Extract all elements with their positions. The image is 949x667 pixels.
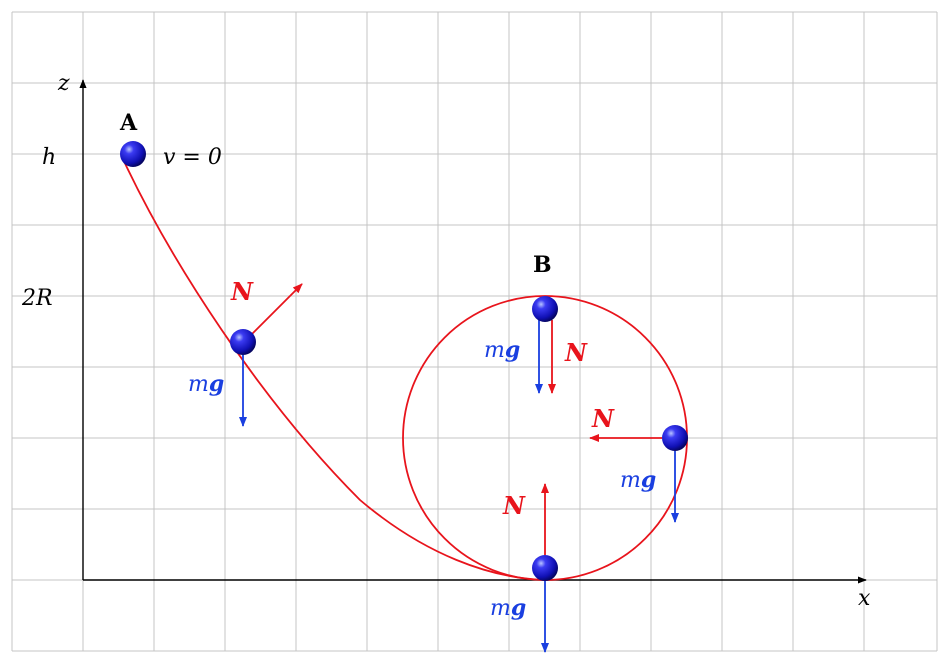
ball-right xyxy=(662,425,688,451)
track-curve xyxy=(121,156,546,581)
ball-slope xyxy=(230,329,256,355)
normal-label-top: N xyxy=(564,338,588,367)
grid xyxy=(11,11,938,652)
ball-bottom xyxy=(532,555,558,581)
gravity-label-top: mg xyxy=(484,337,520,363)
tick-label-2r: 2R xyxy=(21,286,53,311)
x-axis-label: x xyxy=(858,586,871,611)
ball-a xyxy=(120,141,146,167)
normal-label-right: N xyxy=(591,404,615,433)
velocity-annotation: v = 0 xyxy=(163,145,222,170)
normal-label-bottom: N xyxy=(502,491,526,520)
gravity-label-slope: mg xyxy=(188,371,224,397)
gravity-label-right: mg xyxy=(620,467,656,493)
point-a-label: A xyxy=(119,110,138,136)
z-axis-label: z xyxy=(57,71,70,96)
ball-top xyxy=(532,296,558,322)
gravity-label-bottom: mg xyxy=(490,595,526,621)
point-b-label: B xyxy=(533,252,552,278)
normal-arrow-slope xyxy=(251,283,303,335)
tick-label-h: h xyxy=(42,145,56,170)
normal-label-slope: N xyxy=(230,277,254,306)
